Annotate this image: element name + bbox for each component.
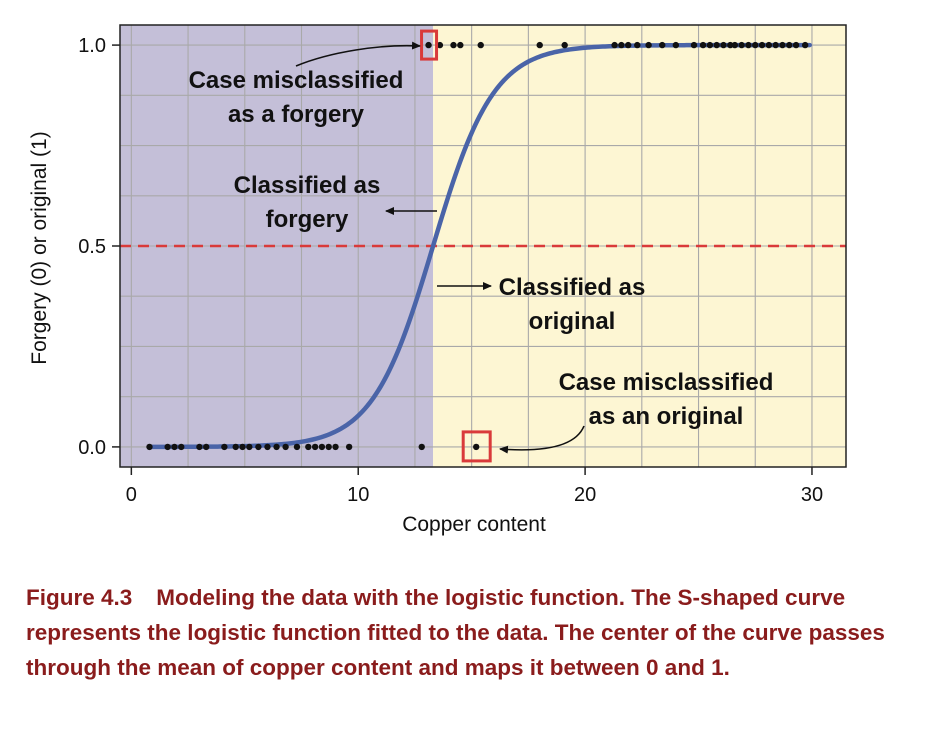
data-point bbox=[221, 443, 228, 451]
data-point bbox=[425, 41, 432, 49]
data-point bbox=[738, 41, 745, 49]
data-point bbox=[672, 41, 680, 49]
data-point bbox=[731, 41, 739, 49]
data-point bbox=[472, 443, 480, 451]
data-point bbox=[645, 41, 652, 49]
data-point bbox=[786, 41, 793, 49]
data-point bbox=[713, 41, 720, 49]
data-point bbox=[772, 41, 779, 49]
data-point bbox=[273, 443, 280, 451]
data-point bbox=[178, 443, 185, 451]
data-point bbox=[727, 41, 734, 49]
x-tick-label: 20 bbox=[574, 484, 596, 506]
data-point bbox=[282, 443, 289, 451]
y-axis-label: Forgery (0) or original (1) bbox=[28, 131, 51, 364]
data-point bbox=[232, 443, 239, 451]
data-point bbox=[305, 443, 312, 451]
data-point bbox=[196, 443, 203, 451]
x-tick-label: 30 bbox=[801, 484, 823, 506]
y-tick-label: 0.5 bbox=[78, 236, 106, 258]
y-tick-label: 0.0 bbox=[78, 437, 106, 459]
data-point bbox=[659, 41, 666, 49]
annotation-misclassified-original-line1: Case misclassified bbox=[559, 369, 774, 396]
data-point bbox=[625, 41, 632, 49]
x-tick-label: 0 bbox=[126, 484, 137, 506]
annotation-misclassified-original-line2: as an original bbox=[589, 403, 744, 430]
annotation-classified-forgery-line2: forgery bbox=[266, 206, 349, 233]
data-point bbox=[345, 443, 353, 451]
data-point bbox=[418, 443, 425, 451]
x-tick-label: 10 bbox=[347, 484, 369, 506]
data-points bbox=[146, 41, 809, 451]
data-point bbox=[720, 41, 727, 49]
data-point bbox=[779, 41, 786, 49]
data-point bbox=[203, 443, 210, 451]
annotation-classified-original-line2: original bbox=[529, 308, 616, 335]
data-point bbox=[171, 443, 178, 451]
misclassified-forgery-box bbox=[420, 29, 439, 61]
data-point bbox=[255, 443, 262, 451]
data-point bbox=[611, 41, 618, 49]
data-point bbox=[246, 443, 253, 451]
data-point bbox=[332, 443, 339, 451]
y-tick-label: 1.0 bbox=[78, 35, 106, 57]
logistic-chart: 0.0 0.5 1.0 0 10 20 30 Copper content Fo… bbox=[28, 24, 847, 536]
data-point bbox=[792, 41, 800, 49]
data-point bbox=[765, 41, 773, 49]
data-point bbox=[699, 41, 707, 49]
data-point bbox=[536, 41, 543, 49]
data-point bbox=[146, 443, 153, 451]
data-point bbox=[264, 443, 271, 451]
data-point bbox=[477, 41, 484, 49]
x-axis-label: Copper content bbox=[402, 513, 546, 536]
data-point bbox=[239, 443, 246, 451]
data-point bbox=[311, 443, 319, 451]
data-point bbox=[752, 41, 759, 49]
annotation-classified-original-line1: Classified as bbox=[499, 274, 646, 301]
axis-ticks bbox=[112, 44, 813, 475]
data-point bbox=[690, 41, 698, 49]
data-point bbox=[457, 41, 464, 49]
annotation-misclassified-forgery-line2: as a forgery bbox=[228, 101, 365, 128]
misclassified-original-box bbox=[461, 430, 492, 463]
caption-number: Figure 4.3 bbox=[26, 585, 133, 610]
arrow-misclassified-original bbox=[499, 425, 585, 454]
data-point bbox=[634, 41, 641, 49]
data-point bbox=[164, 443, 171, 451]
data-point bbox=[450, 41, 457, 49]
caption-text: Modeling the data with the logistic func… bbox=[26, 585, 885, 680]
data-point bbox=[801, 41, 809, 49]
data-point bbox=[745, 41, 752, 49]
arrow-misclassified-forgery bbox=[295, 41, 421, 67]
annotation-classified-forgery-line1: Classified as bbox=[234, 172, 381, 199]
data-point bbox=[706, 41, 714, 49]
data-point bbox=[325, 443, 332, 451]
data-point bbox=[318, 443, 326, 451]
data-point bbox=[618, 41, 625, 49]
data-point bbox=[561, 41, 568, 49]
annotation-misclassified-forgery-line1: Case misclassified bbox=[189, 67, 404, 94]
data-point bbox=[436, 41, 444, 49]
data-point bbox=[293, 443, 301, 451]
data-point bbox=[758, 41, 766, 49]
